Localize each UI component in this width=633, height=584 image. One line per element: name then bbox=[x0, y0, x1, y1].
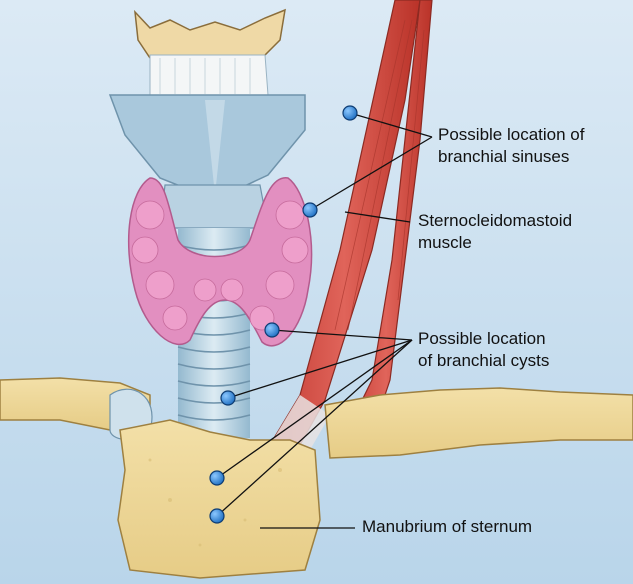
label-branchial-sinuses-line2: branchial sinuses bbox=[438, 146, 584, 168]
marker-cyst-trachea bbox=[221, 391, 235, 405]
label-branchial-cysts-line1: Possible location bbox=[418, 328, 549, 350]
label-manubrium: Manubrium of sternum bbox=[362, 516, 532, 538]
marker-cyst-manubrium-lower bbox=[210, 509, 224, 523]
marker-cyst-thyroid bbox=[265, 323, 279, 337]
marker-sinus-lower bbox=[303, 203, 317, 217]
label-branchial-sinuses: Possible location of branchial sinuses bbox=[438, 124, 584, 168]
label-sternocleidomastoid: Sternocleidomastoid muscle bbox=[418, 210, 572, 254]
marker-cyst-manubrium-upper bbox=[210, 471, 224, 485]
label-branchial-cysts: Possible location of branchial cysts bbox=[418, 328, 549, 372]
cricoid-cartilage bbox=[160, 185, 268, 228]
label-sternocleidomastoid-line2: muscle bbox=[418, 232, 572, 254]
label-branchial-sinuses-line1: Possible location of bbox=[438, 124, 584, 146]
label-manubrium-line1: Manubrium of sternum bbox=[362, 516, 532, 538]
marker-sinus-upper bbox=[343, 106, 357, 120]
label-sternocleidomastoid-line1: Sternocleidomastoid bbox=[418, 210, 572, 232]
manubrium bbox=[118, 420, 320, 578]
label-branchial-cysts-line2: of branchial cysts bbox=[418, 350, 549, 372]
